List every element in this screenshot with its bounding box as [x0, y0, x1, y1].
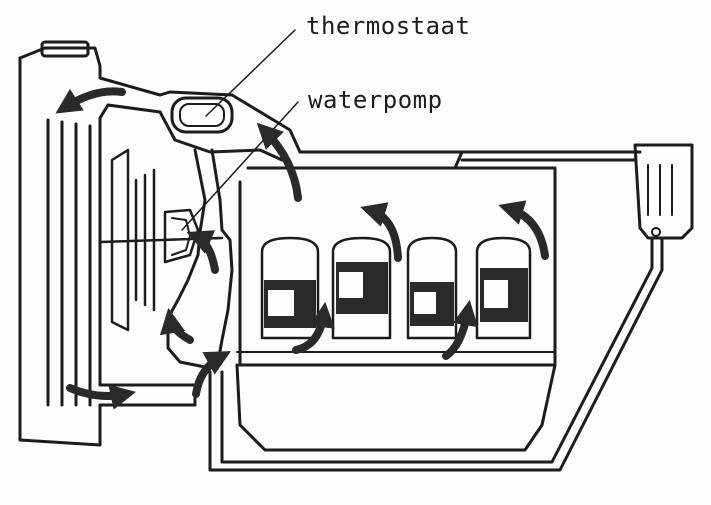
cylinder	[331, 236, 392, 340]
cylinder	[260, 236, 320, 340]
flow-arrow	[186, 230, 219, 274]
flow-arrow	[498, 200, 549, 260]
thermostat-label: thermostaat	[306, 12, 471, 40]
expansion-tank	[633, 143, 694, 240]
flow-arrow	[360, 202, 402, 262]
cylinder	[475, 236, 532, 340]
fan	[98, 148, 224, 332]
cylinder	[406, 236, 458, 340]
flow-arrow	[292, 301, 335, 354]
flow-arrow	[55, 87, 126, 114]
flow-arrow	[442, 299, 479, 360]
oil-sump	[235, 363, 557, 452]
cylinders	[260, 236, 532, 340]
radiator	[18, 40, 197, 447]
water-pump-label: waterpomp	[308, 86, 443, 114]
thermostat-leader-line	[205, 29, 296, 117]
flow-arrow	[66, 384, 137, 410]
thermostat	[170, 96, 234, 134]
return-pipe	[208, 150, 664, 472]
flow-arrow	[159, 307, 194, 344]
radiator-cap	[40, 40, 90, 58]
coolant-flow-arrows	[55, 87, 549, 410]
pistons	[264, 262, 528, 328]
flow-arrow	[192, 351, 231, 398]
upper-hose	[158, 90, 302, 234]
flow-arrow	[256, 122, 302, 202]
